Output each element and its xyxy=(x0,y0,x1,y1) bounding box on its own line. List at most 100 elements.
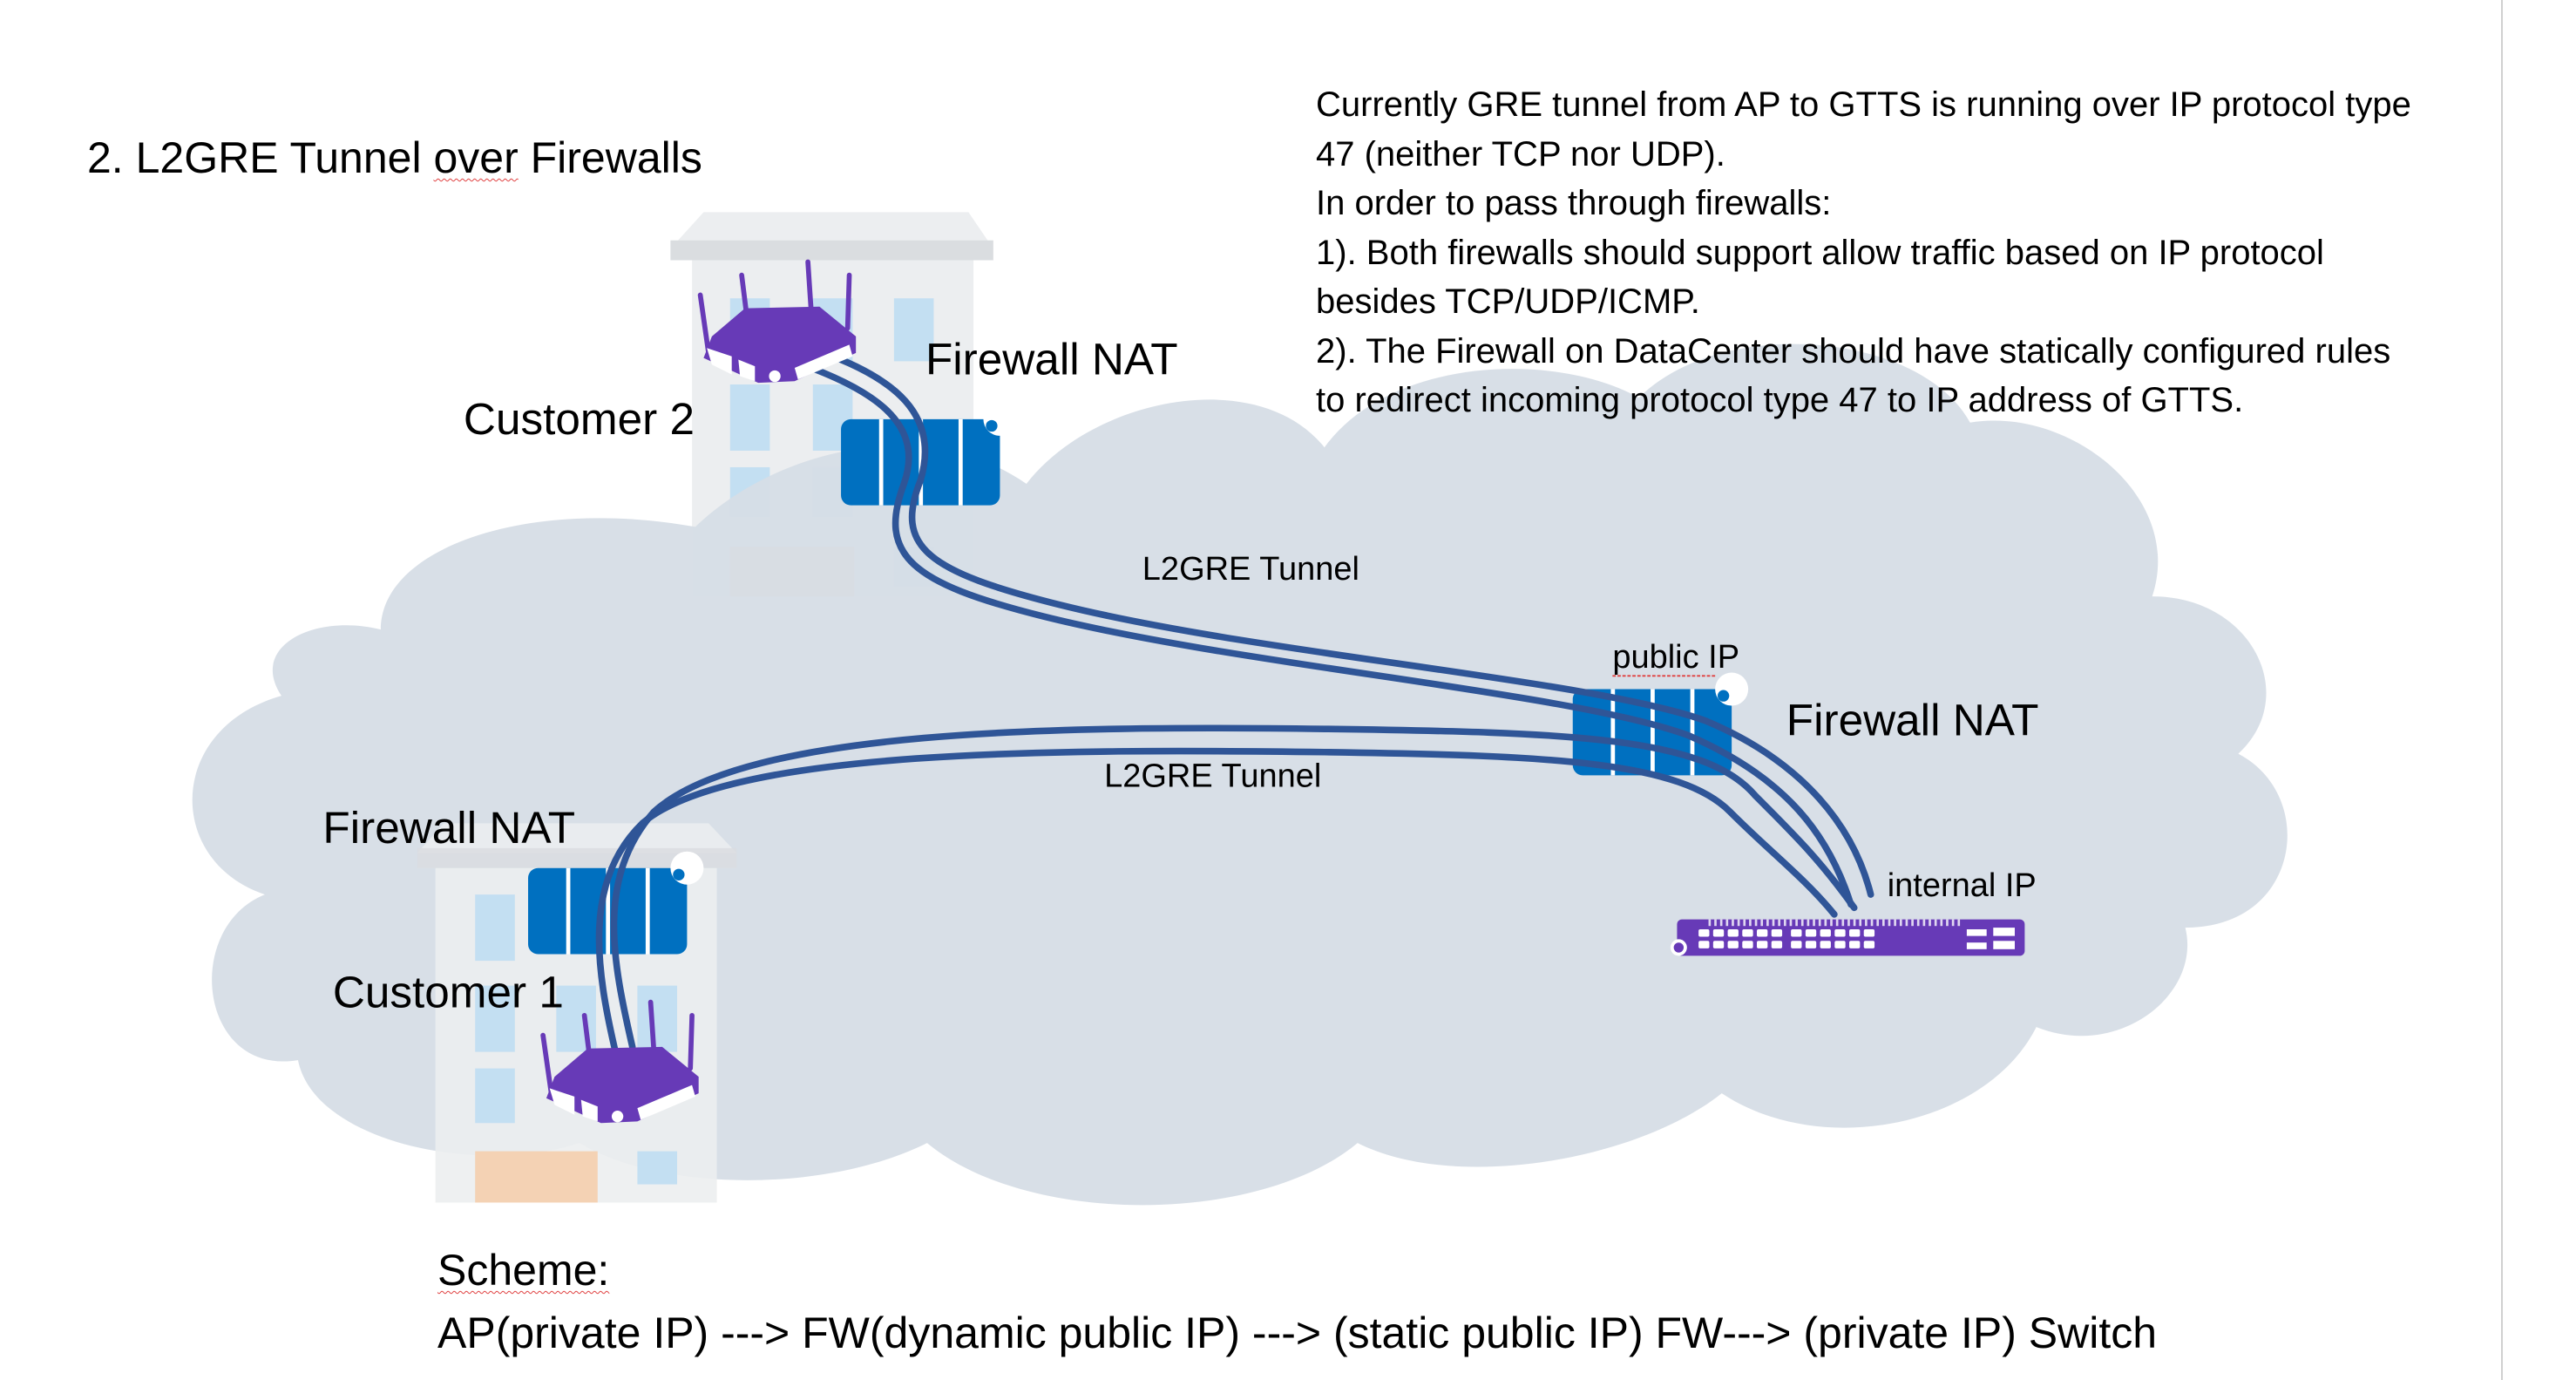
access-point-panel xyxy=(738,359,756,382)
switch-port xyxy=(1820,929,1831,937)
switch-led xyxy=(1673,942,1685,953)
access-point-panel xyxy=(637,1084,695,1120)
switch-port xyxy=(1742,941,1753,948)
switch-vent xyxy=(1800,919,1804,927)
access-point-led xyxy=(611,1111,624,1123)
notes-line: 1). Both firewalls should support allow … xyxy=(1316,233,2324,272)
switch-port xyxy=(1757,941,1768,948)
building-window xyxy=(475,1068,515,1124)
firewall-customer-2[interactable] xyxy=(841,402,1017,506)
notes-line: Currently GRE tunnel from AP to GTTS is … xyxy=(1316,85,2411,124)
antenna xyxy=(688,1012,695,1071)
notes-line: to redirect incoming protocol type 47 to… xyxy=(1316,381,2244,419)
switch-vent xyxy=(1725,919,1729,927)
notes-line: 47 (neither TCP nor UDP). xyxy=(1316,134,1725,173)
access-point-customer-2[interactable] xyxy=(697,259,857,384)
switch-port xyxy=(1805,929,1817,937)
switch-vent xyxy=(1708,919,1712,927)
scheme-flow: AP(private IP) ---> FW(dynamic public IP… xyxy=(437,1309,2158,1357)
switch-vent xyxy=(1778,919,1780,927)
building-window xyxy=(637,1151,677,1185)
antenna xyxy=(844,272,852,331)
switch-vent xyxy=(1732,919,1734,927)
firewall-led xyxy=(673,868,685,880)
switch-vent xyxy=(1737,919,1740,927)
switch-vent xyxy=(1894,919,1896,927)
notes-text-block: Currently GRE tunnel from AP to GTTS is … xyxy=(1316,80,2411,425)
firewall-divider xyxy=(919,418,924,506)
switch-vent xyxy=(1929,919,1931,927)
switch-vent xyxy=(1899,919,1902,927)
switch-port xyxy=(1698,941,1710,948)
building-window xyxy=(475,894,515,962)
label-tunnel-upper: L2GRE Tunnel xyxy=(1142,551,1359,588)
switch-vent xyxy=(1853,919,1856,927)
access-point-led xyxy=(769,370,781,383)
datacenter-switch[interactable] xyxy=(1670,919,2025,956)
switch-port xyxy=(1863,941,1875,948)
building-window xyxy=(729,384,770,451)
switch-port xyxy=(1712,941,1725,948)
firewall-datacenter[interactable] xyxy=(1572,672,1749,776)
sfp-port xyxy=(1993,928,2015,936)
firewall-divider xyxy=(1690,689,1695,776)
firewall-led xyxy=(1717,690,1730,702)
tunnel-customer-1 xyxy=(595,724,1858,1057)
access-point-panel xyxy=(794,344,853,380)
antenna xyxy=(697,292,711,356)
building-window xyxy=(637,985,677,1052)
firewall-led xyxy=(986,419,998,432)
label-public-ip: public IP xyxy=(1612,639,1739,676)
access-point-customer-1[interactable] xyxy=(540,999,699,1124)
switch-vent xyxy=(1818,919,1821,927)
switch-vent xyxy=(1772,919,1775,927)
switch-port xyxy=(1834,929,1846,937)
switch-vent xyxy=(1934,919,1937,927)
tunnel-line xyxy=(808,364,1854,908)
switch-vent xyxy=(1922,919,1926,927)
switch-vent xyxy=(1824,919,1827,927)
access-point-panel xyxy=(580,1099,598,1122)
switch-vent xyxy=(1766,919,1769,927)
switch-vent xyxy=(1870,919,1874,927)
antenna xyxy=(805,259,814,315)
switch-port xyxy=(1849,941,1861,948)
switch-vent xyxy=(1754,919,1758,927)
switch-vent xyxy=(1859,919,1862,927)
page-title: 2. L2GRE Tunnel over Firewalls xyxy=(87,133,702,183)
switch-port xyxy=(1727,941,1739,948)
switch-vent xyxy=(1841,919,1845,927)
firewall-customer-1[interactable] xyxy=(528,851,704,955)
sfp-port xyxy=(1966,942,1987,949)
sfp-port xyxy=(1993,941,2015,949)
tunnel-line xyxy=(610,724,1858,1050)
notes-line: 2). The Firewall on DataCenter should ha… xyxy=(1316,331,2391,370)
switch-vent xyxy=(1760,919,1764,927)
label-tunnel-lower: L2GRE Tunnel xyxy=(1104,758,1321,795)
switch-vent xyxy=(1946,919,1949,927)
switch-vent xyxy=(1783,919,1786,927)
firewall-notch xyxy=(670,851,704,885)
switch-vent xyxy=(1847,919,1850,927)
switch-vent xyxy=(1789,919,1793,927)
switch-vent xyxy=(1795,919,1798,927)
title-text-spellcheck: over xyxy=(433,133,519,182)
firewall-divider xyxy=(1651,689,1655,776)
switch-body xyxy=(1677,919,2025,956)
switch-port xyxy=(1742,929,1753,937)
access-point-panel xyxy=(549,1088,575,1115)
switch-vent xyxy=(1916,919,1920,927)
switch-vent xyxy=(1888,919,1891,927)
label-firewall-customer-1: Firewall NAT xyxy=(322,803,575,853)
label-customer-1: Customer 1 xyxy=(333,967,564,1016)
firewall-divider xyxy=(878,418,884,506)
switch-ports xyxy=(1698,919,1961,948)
title-text: Firewalls xyxy=(518,133,702,182)
switch-vent xyxy=(1957,919,1961,927)
switch-vent xyxy=(1911,919,1914,927)
firewall-divider xyxy=(566,867,571,955)
building-window xyxy=(893,298,934,362)
switch-vent xyxy=(1749,919,1752,927)
switch-vent xyxy=(1876,919,1880,927)
